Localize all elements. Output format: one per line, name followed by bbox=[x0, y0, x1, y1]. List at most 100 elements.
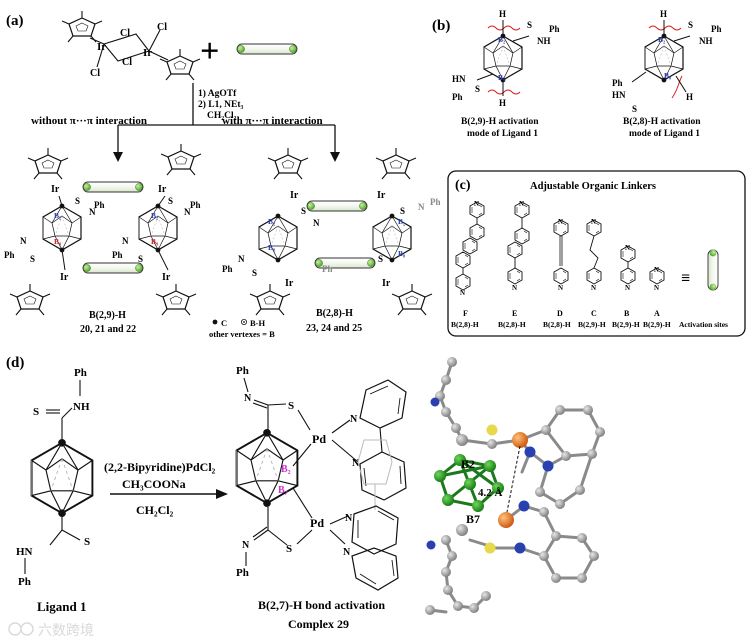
ir-label: Ir bbox=[290, 190, 299, 201]
cl-label: Cl bbox=[120, 28, 130, 39]
watermark-text: 六数跨境 bbox=[38, 622, 94, 638]
linker-f: N N bbox=[455, 200, 485, 297]
nh-label: NH bbox=[73, 401, 90, 413]
n-label: N bbox=[654, 266, 659, 274]
s-label: S bbox=[475, 84, 480, 94]
s-label: S bbox=[33, 406, 39, 418]
ir-label: Ir bbox=[285, 278, 294, 289]
n-label: N bbox=[519, 200, 524, 208]
ir-label: Ir bbox=[158, 184, 167, 195]
panel-b: (b) H H B₂ B₉ S NH Ph S HN Ph B(2,9)-H a… bbox=[432, 9, 722, 139]
ligand-1: Ph NH S S HN Ph Ligand 1 bbox=[16, 367, 94, 614]
n-label: N bbox=[591, 284, 596, 292]
cp-ring bbox=[391, 283, 433, 316]
mode-b29: H H B₂ B₉ S NH Ph S HN Ph B(2,9)-H activ… bbox=[452, 9, 560, 139]
n-label: N bbox=[352, 458, 360, 469]
n-label: N bbox=[512, 284, 517, 292]
linker-mode: B(2,8)-H bbox=[543, 320, 571, 329]
ph-label: Ph bbox=[711, 24, 722, 34]
mode-caption: B(2,9)-H activation bbox=[461, 116, 539, 127]
reagent-line: 1) AgOTf bbox=[198, 88, 237, 99]
ir-dimer: Ir Ir Cl Cl Cl Cl bbox=[61, 10, 201, 81]
hn-label: HN bbox=[612, 90, 626, 100]
n-label: N bbox=[244, 393, 252, 404]
ir-label: Ir bbox=[60, 272, 69, 283]
cage-legend: C B-H other vertexes = B bbox=[209, 318, 275, 339]
ir-label: Ir bbox=[97, 41, 106, 53]
cl-label: Cl bbox=[157, 22, 167, 33]
ph-label: Ph bbox=[452, 92, 463, 102]
s-label: S bbox=[84, 536, 90, 548]
n-label: N bbox=[460, 289, 465, 297]
reagent-line: CH₂Cl₂ bbox=[136, 503, 174, 517]
panel-c: (c) Adjustable Organic Linkers N N N N bbox=[447, 170, 746, 337]
linker-letter: F bbox=[463, 309, 468, 318]
macrocycle-caption: 20, 21 and 22 bbox=[80, 324, 136, 335]
linker-e: N N bbox=[507, 200, 530, 292]
linker-mode: B(2,9)-H bbox=[643, 320, 671, 329]
complex-29: Ph N S B₂ B₇ Pd Pd S N Ph bbox=[235, 365, 407, 631]
complex-name: Complex 29 bbox=[288, 617, 349, 631]
xray-structure: B2 B7 4.2 Å bbox=[425, 357, 605, 615]
panel-d-label: (d) bbox=[6, 355, 24, 371]
linker-title: Adjustable Organic Linkers bbox=[530, 181, 656, 192]
n-label: N bbox=[184, 207, 191, 217]
s-label: S bbox=[30, 254, 35, 264]
s-label: S bbox=[252, 268, 257, 278]
ph-label: Ph bbox=[18, 576, 31, 588]
ph-label: Ph bbox=[4, 250, 15, 260]
reagent-line: (2,2-Bipyridine)PdCl₂ bbox=[104, 460, 216, 474]
n-label: N bbox=[591, 218, 596, 226]
without-interaction-label: without π···π interaction bbox=[31, 115, 147, 127]
panel-a: (a) Ir Ir Cl Cl Cl Cl + 1) AgOTf 2) L1, … bbox=[4, 10, 441, 339]
cl-label: Cl bbox=[90, 68, 100, 79]
b2-label: B₂ bbox=[498, 35, 506, 44]
macrocycle-caption: B(2,8)-H bbox=[316, 308, 353, 319]
linker-letter: B bbox=[624, 309, 630, 318]
mode-caption: B(2,8)-H activation bbox=[623, 116, 701, 127]
legend-other: other vertexes = B bbox=[209, 329, 275, 339]
with-interaction-label: with π···π interaction bbox=[222, 115, 323, 127]
s-label: S bbox=[527, 20, 532, 30]
pd-label: Pd bbox=[310, 516, 324, 530]
linker-mode: B(2,8)-H bbox=[498, 320, 526, 329]
linker-rod bbox=[82, 262, 144, 274]
ph-label: Ph bbox=[236, 365, 249, 377]
cp-ring bbox=[155, 283, 197, 316]
watermark: 六数跨境 bbox=[8, 622, 94, 638]
s-label: S bbox=[688, 20, 693, 30]
nh-label: NH bbox=[537, 36, 551, 46]
ph-label: Ph bbox=[74, 367, 87, 379]
n-label: N bbox=[343, 547, 351, 558]
ph-label: Ph bbox=[112, 250, 123, 260]
linker-d: N N bbox=[553, 218, 569, 292]
b7-label: B₇ bbox=[278, 485, 288, 496]
b9-label: B₉ bbox=[498, 73, 506, 82]
cp-ring bbox=[160, 143, 202, 176]
xray-b7-label: B7 bbox=[466, 512, 480, 526]
s-label: S bbox=[138, 254, 143, 264]
legend-bh: B-H bbox=[250, 318, 266, 328]
hn-label: HN bbox=[452, 74, 466, 84]
carborane-cage bbox=[258, 213, 298, 263]
b2-label: B₂ bbox=[268, 217, 276, 226]
panel-d: (d) Ph NH S S HN Ph Ligand 1 (2,2-Bipyri… bbox=[6, 355, 605, 631]
ir-label: Ir bbox=[143, 47, 152, 59]
reagent-line: CH₂Cl₂ bbox=[207, 111, 237, 121]
linker-c: N N bbox=[586, 218, 602, 292]
panel-c-label: (c) bbox=[455, 178, 471, 193]
b9-label: B₉ bbox=[151, 237, 159, 246]
linker-rod bbox=[236, 43, 298, 55]
s-label: S bbox=[75, 196, 80, 206]
b2-label: B₂ bbox=[151, 211, 159, 220]
cp-ring bbox=[249, 283, 291, 316]
n-label: N bbox=[654, 284, 659, 292]
plus-sign: + bbox=[200, 33, 219, 70]
n-label: N bbox=[474, 200, 479, 208]
ir-label: Ir bbox=[382, 278, 391, 289]
linker-mode: B(2,9)-H bbox=[612, 320, 640, 329]
b8-label: B₈ bbox=[398, 249, 406, 258]
ph-label: Ph bbox=[190, 200, 201, 210]
linker-letter: D bbox=[557, 309, 563, 318]
n-label: N bbox=[625, 244, 630, 252]
